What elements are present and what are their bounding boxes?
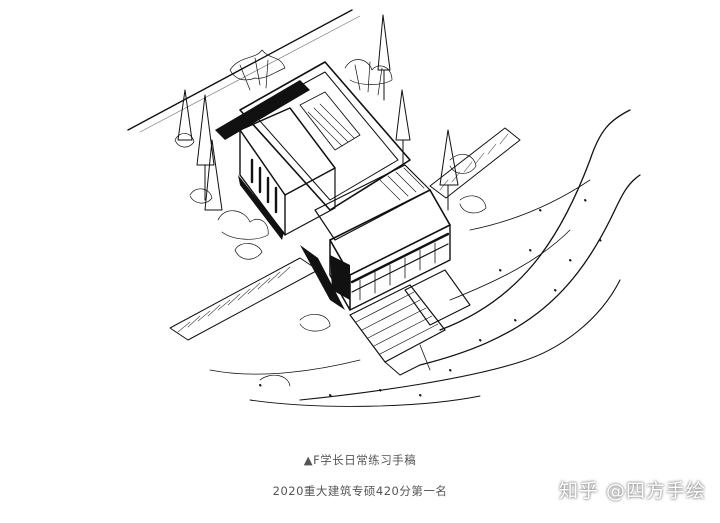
- road-line: [127, 9, 353, 131]
- caption-title: ▲F学长日常练习手稿: [303, 453, 417, 467]
- front-window-band: [350, 232, 450, 284]
- ground-dots: [259, 199, 602, 397]
- rear-wing: [239, 61, 411, 211]
- path-band: [169, 257, 319, 341]
- deck-stairs: [349, 284, 446, 363]
- left-block-window: [250, 158, 278, 214]
- building-shadow: [215, 80, 310, 140]
- trees: [177, 14, 459, 211]
- terrain-curve: [439, 109, 631, 331]
- shrubs: [174, 49, 487, 387]
- watermark-text: 知乎 @四方手绘: [558, 480, 706, 502]
- architecture-sketch: [127, 9, 641, 407]
- caption-subtitle: 2020重大建筑专硕420分第一名: [272, 484, 448, 498]
- path-band-right: [429, 127, 521, 199]
